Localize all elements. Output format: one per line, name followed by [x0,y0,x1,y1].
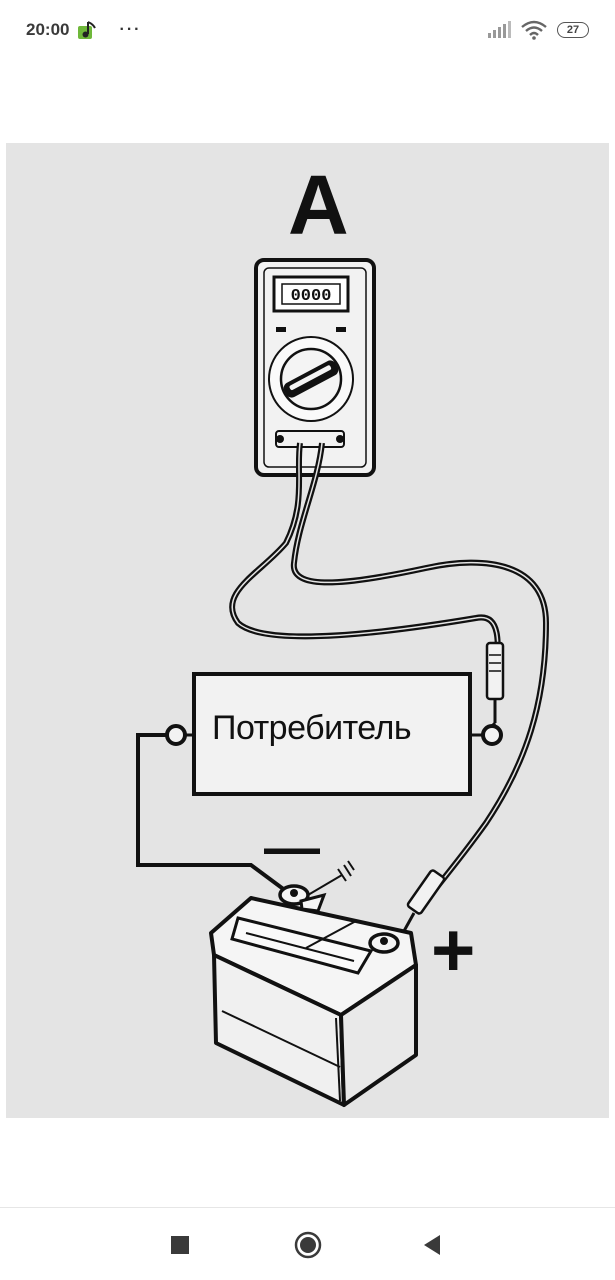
wifi-icon [521,20,547,40]
music-note-icon [78,21,97,39]
more-notifications-indicator: ··· [119,21,142,38]
diagram-image[interactable]: 0000 [6,143,609,1118]
back-triangle-icon[interactable] [418,1230,448,1260]
plus-label: + [431,908,476,993]
battery-icon: 27 [557,22,589,38]
multimeter-icon: 0000 [254,258,376,477]
consumer-terminal-right [481,724,503,746]
navigation-bar [0,1207,615,1280]
ground-wire [136,733,288,893]
status-bar: 20:00 ··· 27 [0,0,615,60]
recents-square-icon[interactable] [165,1230,195,1260]
consumer-label: Потребитель [212,709,412,747]
minus-label: — [264,815,320,878]
status-time: 20:00 [26,20,70,39]
probe-tip-icon [485,641,505,723]
circuit-diagram: 0000 [136,258,550,1107]
signal-icon [488,21,511,38]
consumer-box [192,672,472,796]
home-circle-icon[interactable] [293,1230,323,1260]
ground-symbol-icon [307,860,355,896]
status-right: 27 [487,20,589,40]
probe-clip-icon [402,869,446,932]
battery-diagram-icon [209,884,418,1107]
status-left: 20:00 ··· [26,19,141,41]
meter-display-text: 0000 [291,287,332,306]
consumer-terminal-left [165,724,187,746]
ammeter-label: A [288,158,349,252]
